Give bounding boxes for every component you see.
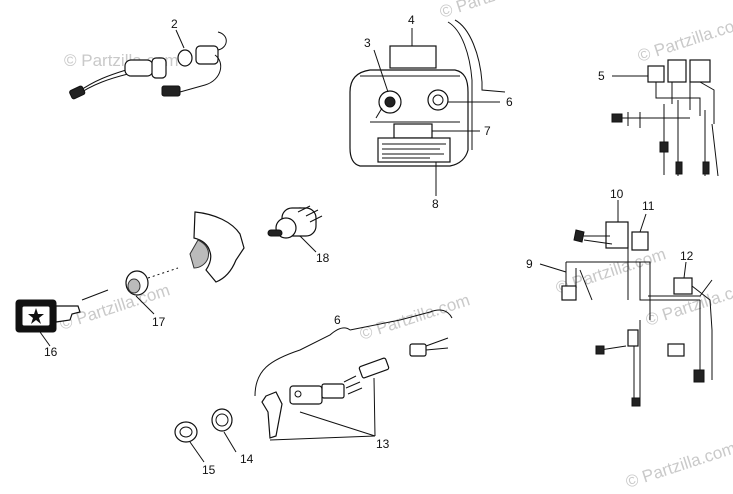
callout-6: 6 [506,95,513,109]
callout-6-lower: 6 [334,313,341,327]
callout-2: 2 [171,17,178,31]
bezel-part [125,267,179,296]
callout-7: 7 [484,124,491,138]
callout-15: 15 [202,463,216,477]
ignition-switch-part [267,205,323,239]
callout-11: 11 [642,199,655,213]
callout-labels: 2 3 4 5 6 6 7 8 9 10 11 12 13 14 15 16 1… [44,13,694,477]
callout-18: 18 [316,251,330,265]
callout-16: 16 [44,345,58,359]
cover-plate-part [189,211,245,283]
callout-3: 3 [364,36,371,50]
leader-lines [39,28,687,463]
dashboard-panel-part [349,19,506,167]
watermark: © Partzilla.com [623,438,733,491]
key-part [15,289,109,333]
callout-5: 5 [598,69,605,83]
callout-14: 14 [240,452,254,466]
ignition-harness-part [69,31,227,100]
callout-17: 17 [152,315,166,329]
callout-10: 10 [610,187,624,201]
callout-13: 13 [376,437,390,451]
callout-12: 12 [680,249,694,263]
callout-4: 4 [408,13,415,27]
watermark: © Partzilla.com [437,0,552,22]
nut-part [174,421,198,443]
callout-8: 8 [432,197,439,211]
secondary-harness-part [561,221,713,407]
watermark: © Partzilla.com [635,12,733,65]
watermark: © Partzilla.com [357,290,472,343]
switch-assembly-part [254,309,453,441]
callout-9: 9 [526,257,533,271]
washer-part [211,408,233,432]
main-harness-part [611,59,719,177]
